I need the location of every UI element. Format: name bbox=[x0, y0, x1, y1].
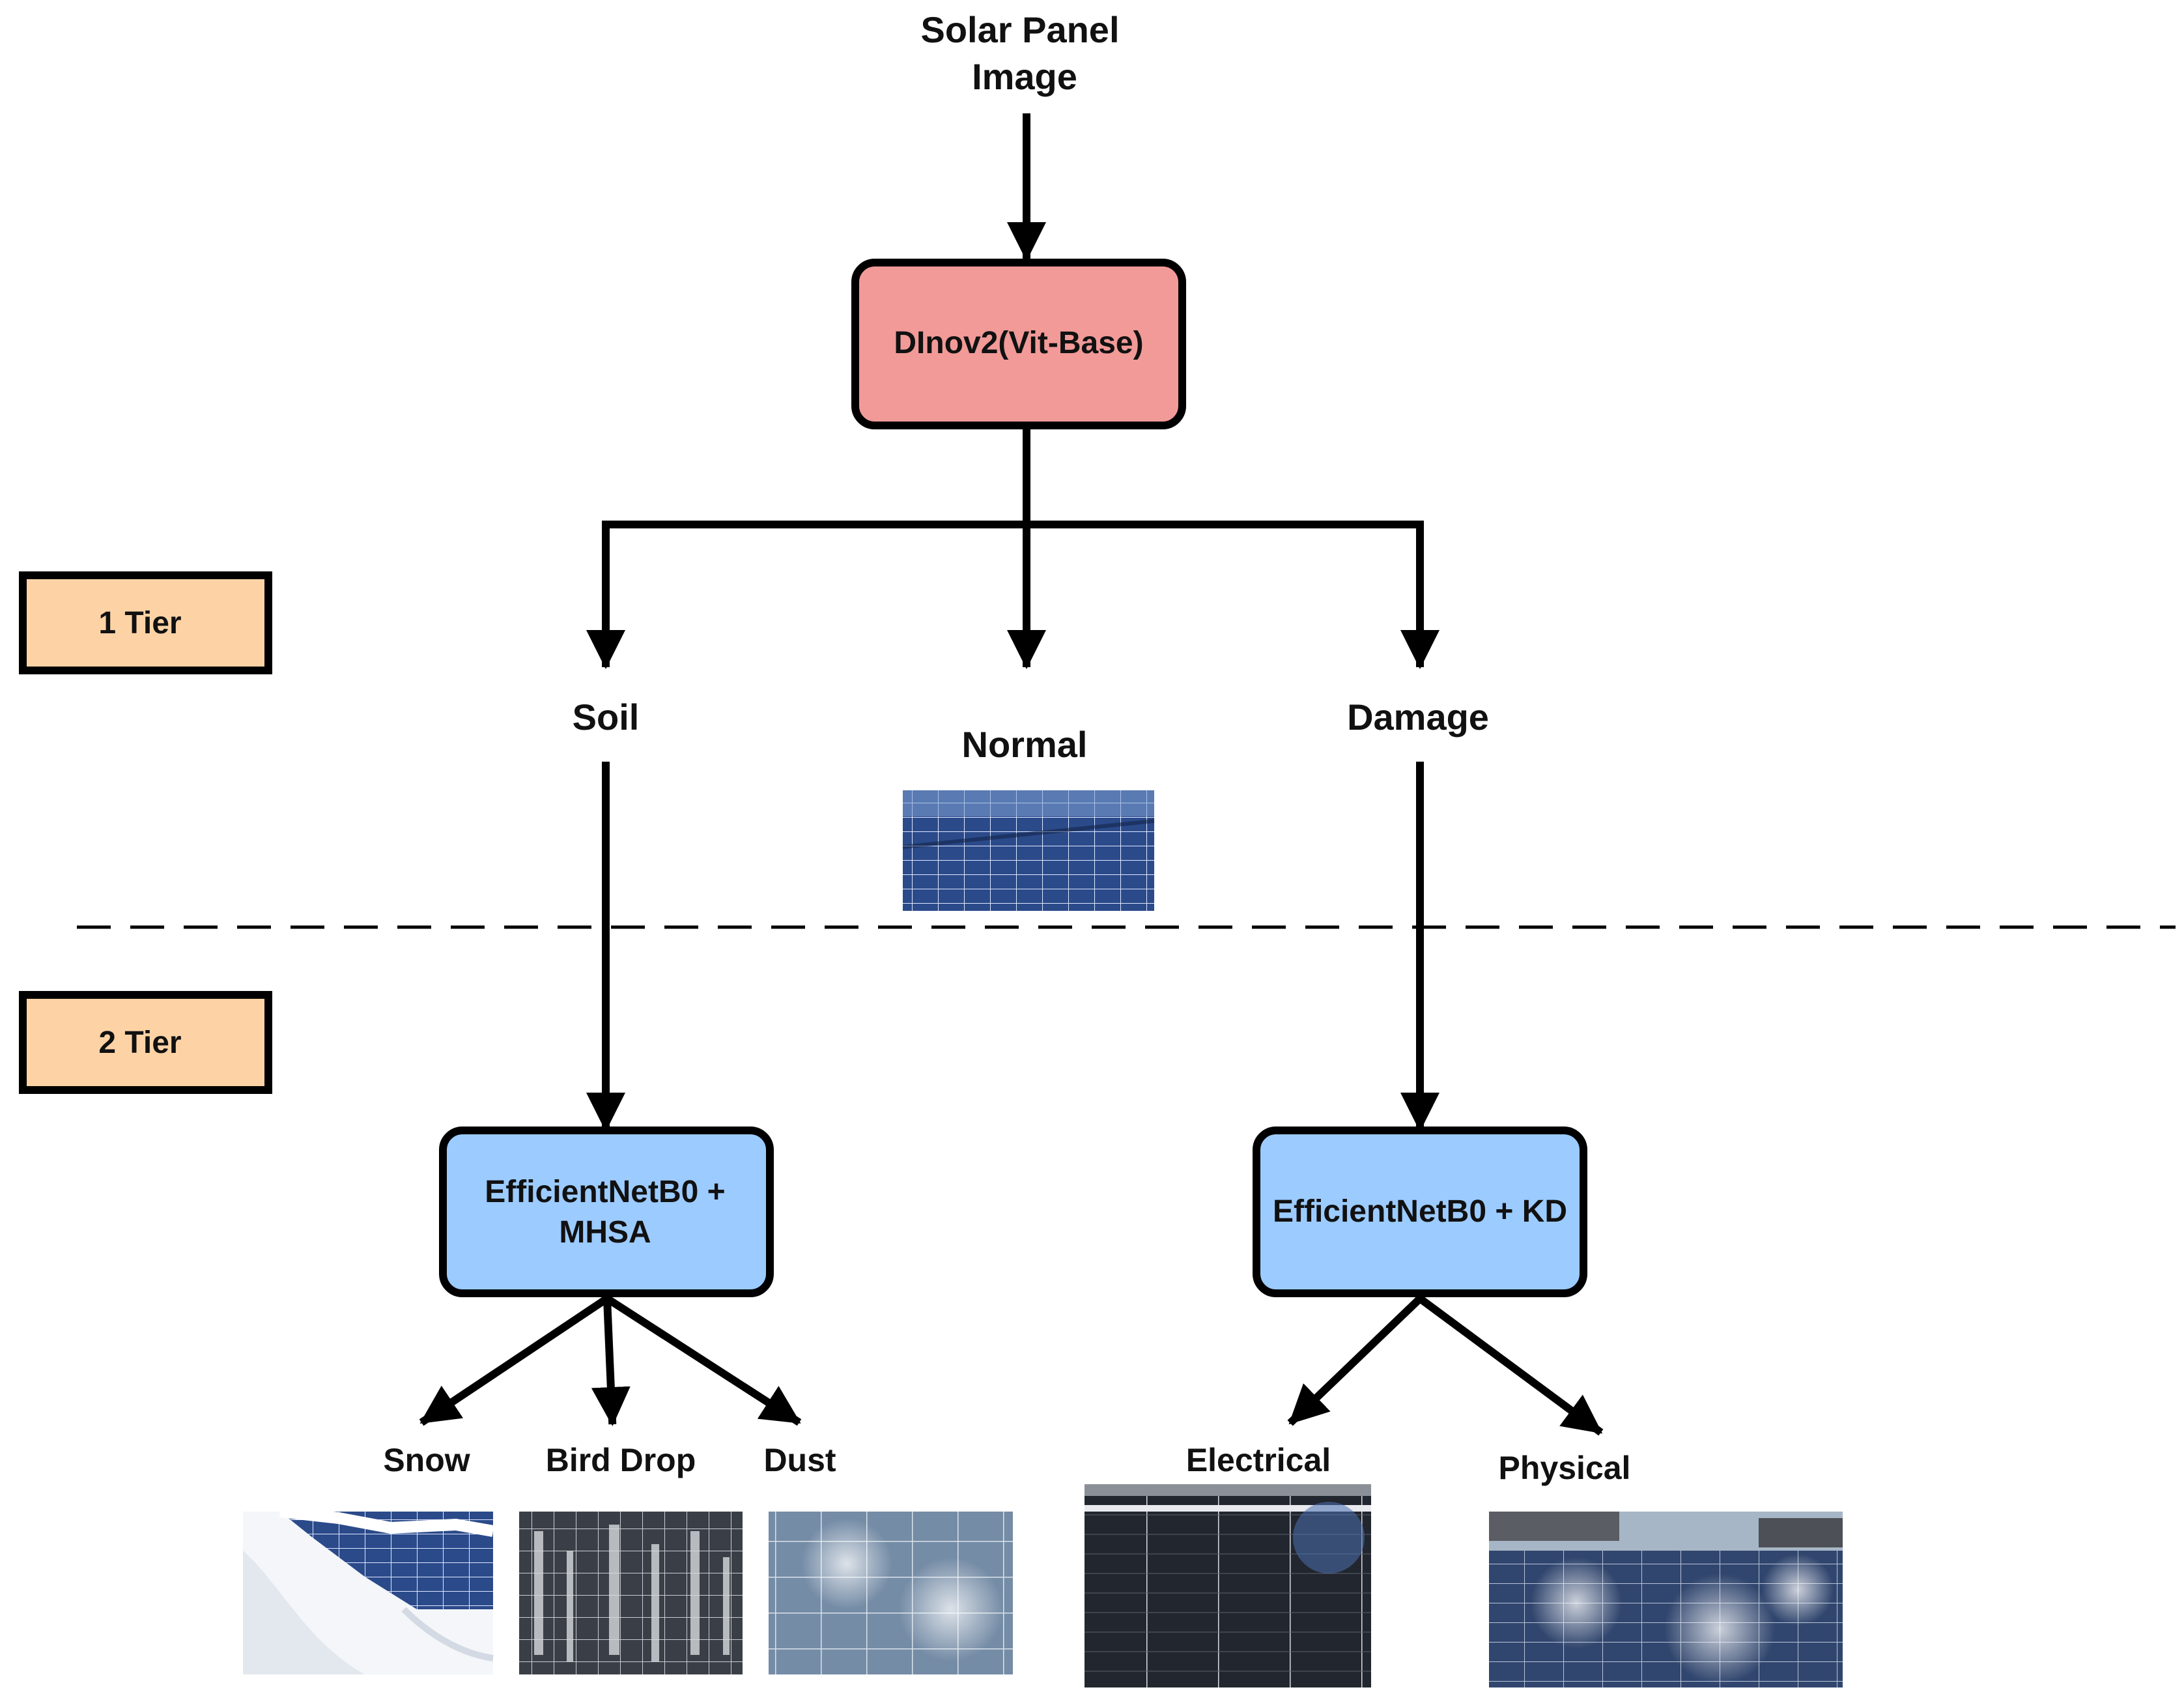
tier1-label: 1 Tier bbox=[98, 606, 181, 640]
soil-model-box bbox=[439, 1127, 774, 1297]
subclass-electrical-label: Electrical bbox=[1186, 1442, 1331, 1478]
subclass-dust-label: Dust bbox=[763, 1442, 836, 1478]
class-normal-label: Normal bbox=[962, 724, 1088, 765]
soil-model-label-line1: EfficientNetB0 + bbox=[485, 1175, 725, 1209]
arrow-to-physical bbox=[1414, 1293, 1604, 1436]
dust-panel-image bbox=[769, 1512, 1013, 1674]
input-label-line1: Solar Panel bbox=[920, 9, 1119, 50]
tier2-label: 2 Tier bbox=[98, 1026, 181, 1060]
electrical-panel-image bbox=[1085, 1484, 1371, 1687]
root-model-node: DInov2(Vit-Base) bbox=[851, 259, 1186, 429]
normal-panel-image bbox=[902, 790, 1155, 911]
arrow-to-bird-drop bbox=[591, 1294, 631, 1426]
arrow-to-snow bbox=[419, 1293, 613, 1426]
subclass-physical-label: Physical bbox=[1499, 1450, 1631, 1486]
subclass-snow-label: Snow bbox=[383, 1442, 470, 1478]
damage-model-label: EfficientNetB0 + KD bbox=[1273, 1194, 1567, 1229]
snow-panel-image bbox=[243, 1506, 494, 1674]
arrow-to-electrical bbox=[1287, 1293, 1426, 1426]
input-label-line2: Image bbox=[972, 56, 1077, 97]
bird-drop-panel-image bbox=[519, 1512, 743, 1674]
tier1-badge: 1 Tier bbox=[19, 571, 272, 674]
root-model-box bbox=[851, 259, 1186, 429]
class-damage-label: Damage bbox=[1347, 696, 1489, 738]
physical-panel-image bbox=[1489, 1512, 1843, 1687]
root-model-label: DInov2(Vit-Base) bbox=[894, 326, 1143, 360]
soil-model-node: EfficientNetB0 + MHSA bbox=[439, 1127, 774, 1297]
class-soil-label: Soil bbox=[573, 696, 640, 738]
damage-model-box bbox=[1253, 1127, 1587, 1297]
tier2-badge: 2 Tier bbox=[19, 991, 272, 1094]
damage-model-node: EfficientNetB0 + KD bbox=[1253, 1127, 1587, 1297]
arrow-to-dust bbox=[601, 1293, 802, 1426]
soil-model-label-line2: MHSA bbox=[559, 1215, 651, 1250]
subclass-bird-drop-label: Bird Drop bbox=[546, 1442, 696, 1478]
connectors bbox=[419, 113, 1604, 1436]
